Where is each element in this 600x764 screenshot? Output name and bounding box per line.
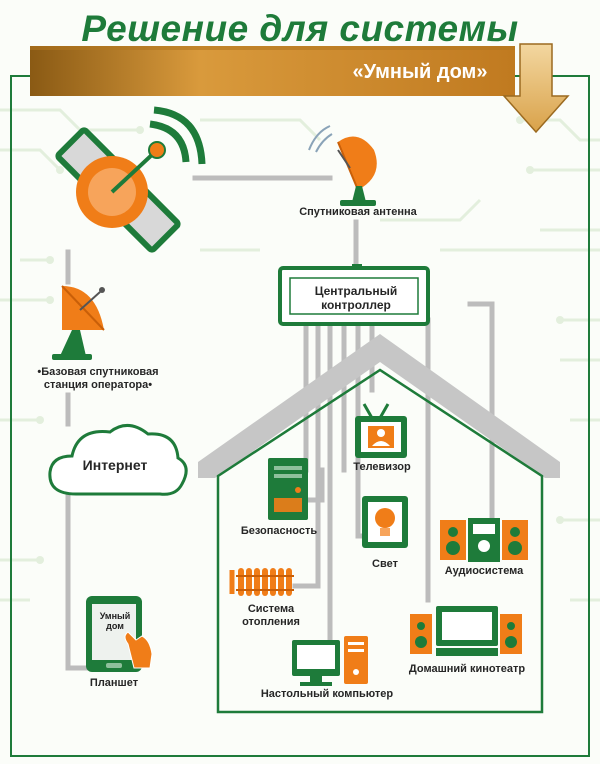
desktop-computer-icon <box>292 636 368 686</box>
link-controller-heating <box>292 323 321 589</box>
security-icon <box>268 458 308 520</box>
down-arrow-icon <box>502 43 570 134</box>
label-tv: Телевизор <box>353 461 411 473</box>
label-satellite-antenna: Спутниковая антенна <box>299 206 417 218</box>
label-light: Свет <box>372 558 398 570</box>
circuit-dots <box>36 116 564 564</box>
satellite-dish-icon <box>308 125 377 206</box>
label-central-controller: Центральный контроллер <box>314 284 398 312</box>
title-banner <box>30 46 515 96</box>
page-subtitle: «Умный дом» <box>352 61 488 83</box>
label-desktop: Настольный компьютер <box>260 688 394 700</box>
central-controller <box>278 264 430 326</box>
circuit-background <box>0 108 600 602</box>
tv-icon <box>355 403 407 458</box>
house-roof <box>198 334 560 478</box>
audio-icon <box>440 518 528 562</box>
tablet-screen-text: Умный дом <box>99 611 131 631</box>
label-base-station: •Базовая спутниковая станция оператора• <box>37 366 159 391</box>
page-title: Решение для системы <box>81 8 519 49</box>
label-internet: Интернет <box>82 457 148 473</box>
satellite-icon <box>55 106 206 253</box>
heating-radiator-icon <box>229 568 294 596</box>
light-icon <box>362 496 408 548</box>
label-tablet: Планшет <box>89 677 139 689</box>
link-internet-tablet <box>65 492 91 671</box>
label-security: Безопасность <box>240 525 318 537</box>
link-controller-audio <box>467 301 495 523</box>
tablet-icon <box>86 596 153 672</box>
label-home-theater: Домашний кинотеатр <box>408 663 526 675</box>
label-heating: Система отопления <box>242 603 300 628</box>
label-audio: Аудиосистема <box>444 565 524 577</box>
home-theater-icon <box>410 606 522 656</box>
house-outline <box>216 368 544 714</box>
base-station-icon <box>52 285 105 360</box>
internet-cloud-icon <box>48 424 188 496</box>
